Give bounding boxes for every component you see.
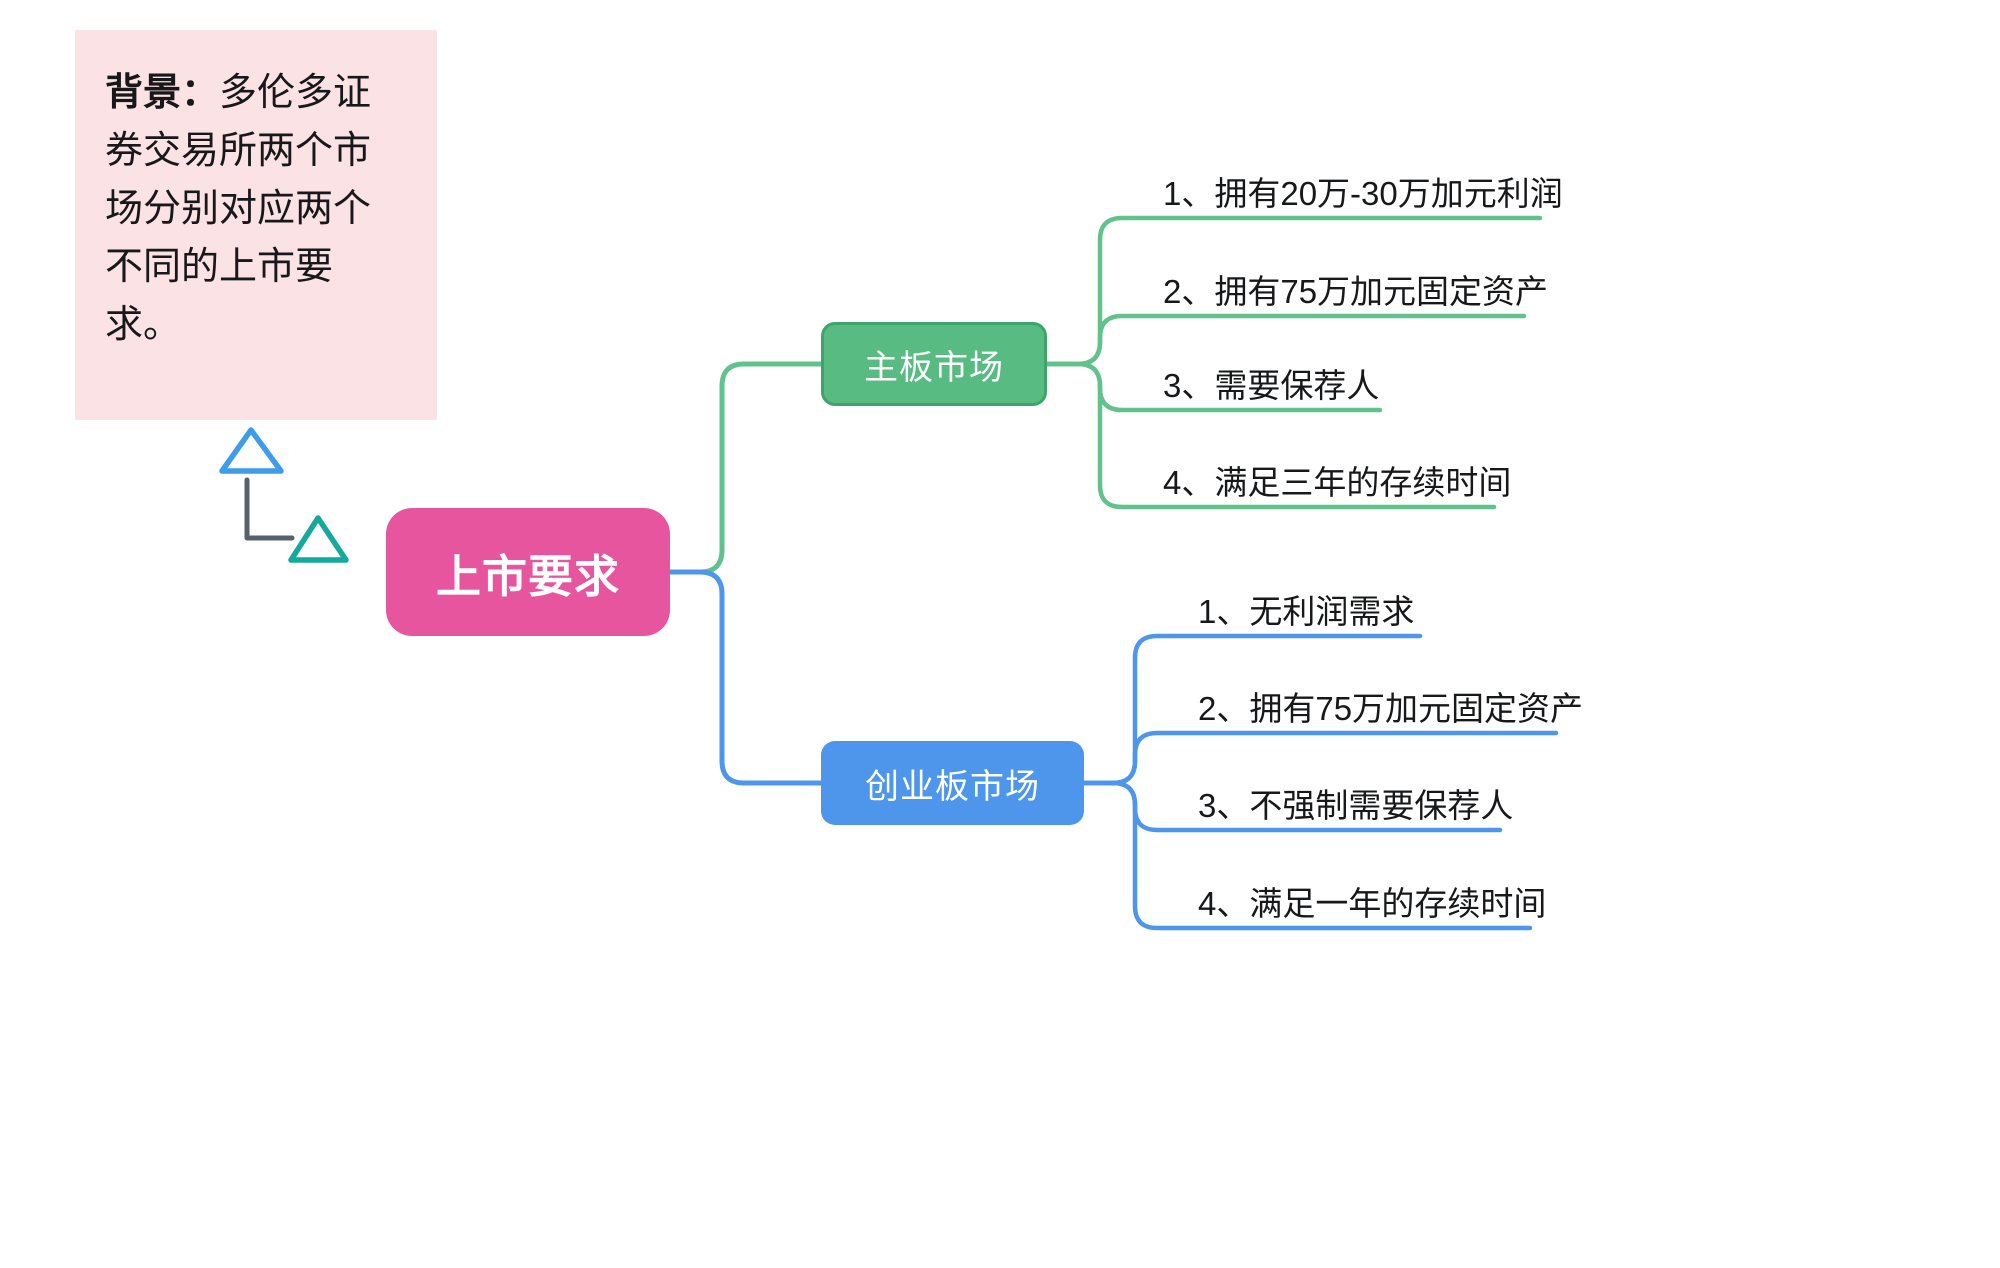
leafline-main-2	[1044, 313, 1527, 367]
root-topic-label: 上市要求	[435, 550, 620, 602]
leaf-venture-board-4[interactable]: 4、满足一年的存续时间	[1198, 877, 1546, 925]
leafline-venture-2	[1081, 730, 1559, 786]
leaf-main-board-3[interactable]: 3、需要保荐人	[1163, 359, 1379, 407]
branch-main-board[interactable]: 主板市场	[821, 322, 1047, 406]
triangle-blue-icon[interactable]	[219, 427, 284, 474]
leaf-venture-board-2-label: 2、拥有75万加元固定资产	[1198, 690, 1584, 727]
leaf-main-board-3-label: 3、需要保荐人	[1163, 367, 1380, 404]
leaf-main-board-1[interactable]: 1、拥有20万-30万加元利润	[1163, 167, 1563, 215]
branch-venture-board-label: 创业板市场	[865, 767, 1040, 806]
leaf-venture-board-4-label: 4、满足一年的存续时间	[1198, 885, 1547, 922]
branch-venture-board[interactable]: 创业板市场	[821, 741, 1084, 825]
leaf-venture-board-1-label: 1、无利润需求	[1198, 593, 1415, 630]
root-topic[interactable]: 上市要求	[386, 508, 670, 636]
leaf-venture-board-3-label: 3、不强制需要保荐人	[1198, 787, 1514, 824]
leaf-main-board-4-label: 4、满足三年的存续时间	[1163, 464, 1512, 501]
connector-root-to-venture-board	[667, 569, 824, 786]
leaf-main-board-2[interactable]: 2、拥有75万加元固定资产	[1163, 265, 1548, 313]
branch-main-board-label: 主板市场	[864, 348, 1004, 387]
leaf-main-board-4[interactable]: 4、满足三年的存续时间	[1163, 456, 1511, 504]
leafline-venture-4	[1081, 780, 1533, 931]
connector-root-to-main-board	[667, 361, 824, 575]
note-body: 多伦多证券交易所两个市场分别对应两个不同的上市要求。	[105, 72, 372, 346]
leaf-venture-board-1[interactable]: 1、无利润需求	[1198, 585, 1414, 633]
marker-connector-line	[244, 477, 295, 541]
leaf-main-board-2-label: 2、拥有75万加元固定资产	[1163, 273, 1549, 310]
note-title: 背景：	[105, 72, 220, 114]
triangle-teal-icon[interactable]	[288, 515, 349, 563]
background-note[interactable]: 背景：多伦多证券交易所两个市场分别对应两个不同的上市要求。	[75, 30, 437, 420]
leaf-venture-board-3[interactable]: 3、不强制需要保荐人	[1198, 779, 1513, 827]
leafline-main-4	[1044, 361, 1497, 510]
leaf-main-board-1-label: 1、拥有20万-30万加元利润	[1163, 175, 1563, 212]
leaf-venture-board-2[interactable]: 2、拥有75万加元固定资产	[1198, 682, 1583, 730]
